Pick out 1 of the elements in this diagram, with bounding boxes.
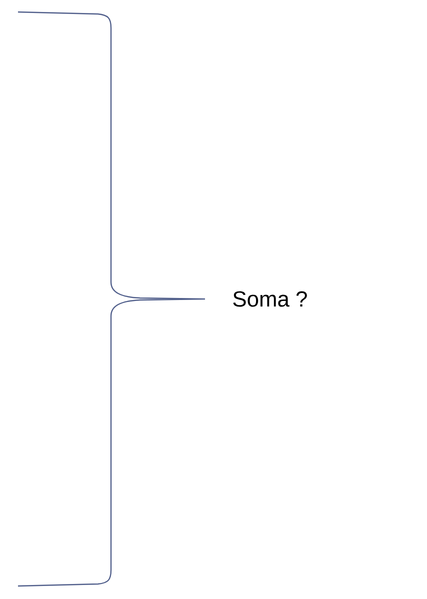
label-text: Soma ? [233, 291, 307, 307]
